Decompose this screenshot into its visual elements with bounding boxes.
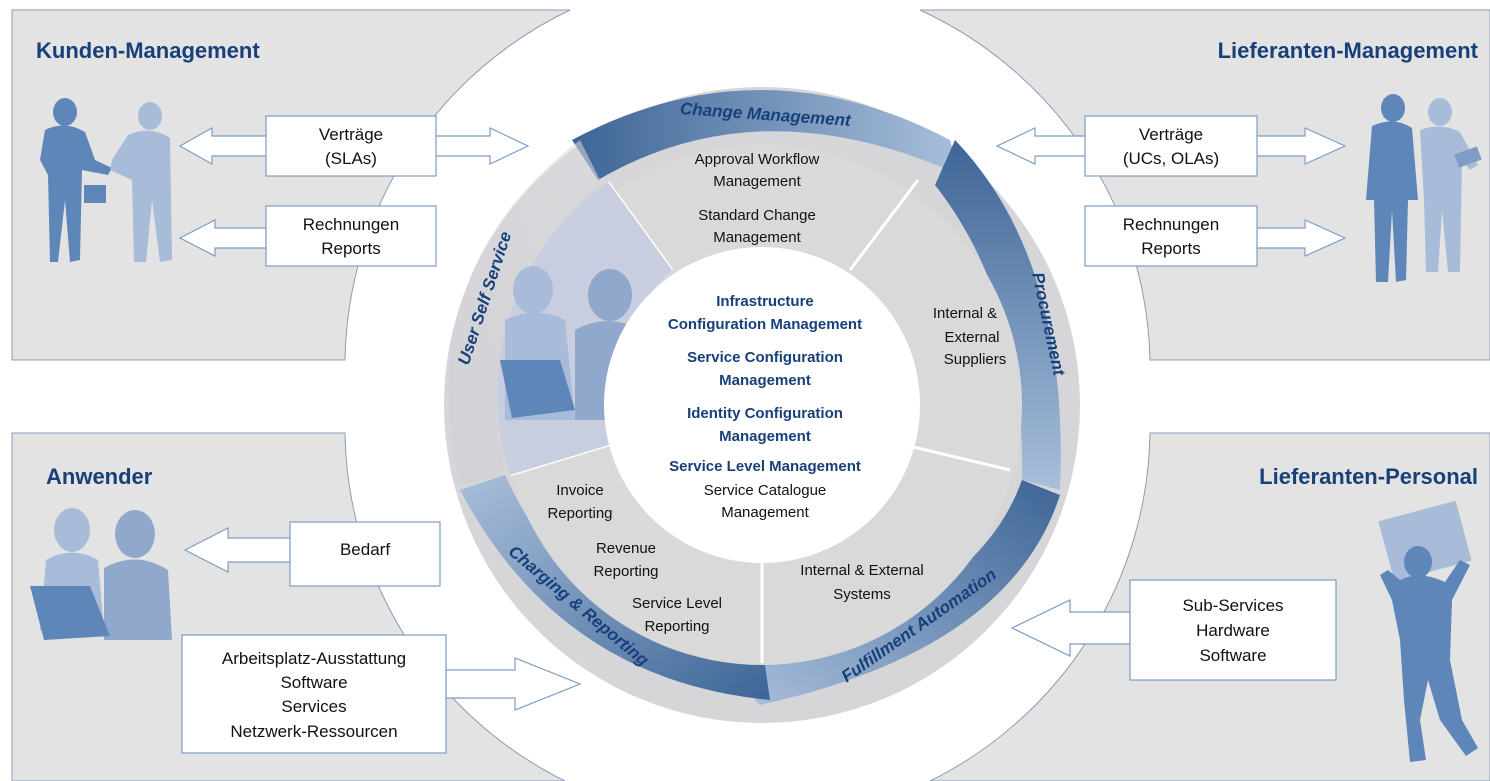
seg-right-line3: Suppliers xyxy=(944,351,1007,368)
box-tr-contracts xyxy=(1084,115,1258,177)
box-br-supply-line3: Software xyxy=(1199,646,1266,665)
arrow-procurement xyxy=(935,140,1061,490)
box-bl-supply xyxy=(181,634,447,754)
seg-bl-revenue-2: Reporting xyxy=(593,563,658,580)
seg-right-line1: Internal & xyxy=(933,305,997,322)
core-plain-2: Management xyxy=(721,504,809,521)
box-tl-invoices xyxy=(265,205,437,267)
core-circle xyxy=(604,247,920,563)
box-br-supply-line1: Sub-Services xyxy=(1182,596,1283,615)
title-lieferanten-personal: Lieferanten-Personal xyxy=(1259,464,1478,489)
core-line-4: Management xyxy=(719,372,811,389)
core-line-7: Service Level Management xyxy=(669,458,861,475)
core-line-2: Configuration Management xyxy=(668,316,862,333)
box-tr-contracts-line1: Verträge xyxy=(1139,125,1203,144)
seg-top-line1: Approval Workflow xyxy=(695,151,820,168)
arrow-change-management xyxy=(572,90,960,180)
box-tr-contracts-line2: (UCs, OLAs) xyxy=(1123,149,1219,168)
handshake-people-icon xyxy=(40,98,172,262)
box-bl-supply-line2: Software xyxy=(280,673,347,692)
box-br-supply xyxy=(1129,579,1337,681)
box-tr-invoices-line2: Reports xyxy=(1141,239,1201,258)
arrow-charging-reporting xyxy=(460,475,770,700)
core-line-6: Management xyxy=(719,428,811,445)
core-line-3: Service Configuration xyxy=(687,349,843,366)
seg-bl-sl-1: Service Level xyxy=(632,595,722,612)
box-tl-contracts-line1: Verträge xyxy=(319,125,383,144)
box-tr-invoices xyxy=(1084,205,1258,267)
box-tl-invoices-line1: Rechnungen xyxy=(303,215,399,234)
box-bl-supply-line3: Services xyxy=(281,697,346,716)
box-tr-invoices-line1: Rechnungen xyxy=(1123,215,1219,234)
seg-right-line2: External xyxy=(944,329,999,346)
title-kunden-management: Kunden-Management xyxy=(36,38,260,63)
seg-bl-invoice-1: Invoice xyxy=(556,482,604,499)
title-anwender: Anwender xyxy=(46,464,153,489)
title-lieferanten-management: Lieferanten-Management xyxy=(1218,38,1479,63)
delivery-person-icon xyxy=(1378,500,1478,762)
box-tl-contracts xyxy=(265,115,437,177)
core-line-5: Identity Configuration xyxy=(687,405,843,422)
seg-bl-invoice-2: Reporting xyxy=(547,505,612,522)
box-bl-demand xyxy=(289,521,441,587)
box-bl-demand-line1: Bedarf xyxy=(340,540,390,559)
business-people-icon xyxy=(1366,94,1482,282)
seg-top-line3: Standard Change xyxy=(698,207,816,224)
office-workers-icon xyxy=(30,508,172,640)
right-arrow-icon xyxy=(1256,219,1347,257)
box-tl-invoices-line2: Reports xyxy=(321,239,381,258)
box-bl-supply-line4: Netzwerk-Ressourcen xyxy=(230,722,397,741)
box-br-supply-line2: Hardware xyxy=(1196,621,1270,640)
core-plain-1: Service Catalogue xyxy=(704,482,827,499)
seg-top-line4: Management xyxy=(713,229,801,246)
seg-bl-sl-2: Reporting xyxy=(644,618,709,635)
arrow-user-self-service xyxy=(448,140,600,485)
right-arrow-icon xyxy=(445,657,582,711)
core-line-1: Infrastructure xyxy=(716,293,814,310)
box-bl-supply-line1: Arbeitsplatz-Ausstattung xyxy=(222,649,406,668)
seg-br-line1: Internal & External xyxy=(800,562,923,579)
box-tl-contracts-line2: (SLAs) xyxy=(325,149,377,168)
seg-bl-revenue-1: Revenue xyxy=(596,540,656,557)
seg-top-line2: Management xyxy=(713,173,801,190)
seg-br-line2: Systems xyxy=(833,586,891,603)
